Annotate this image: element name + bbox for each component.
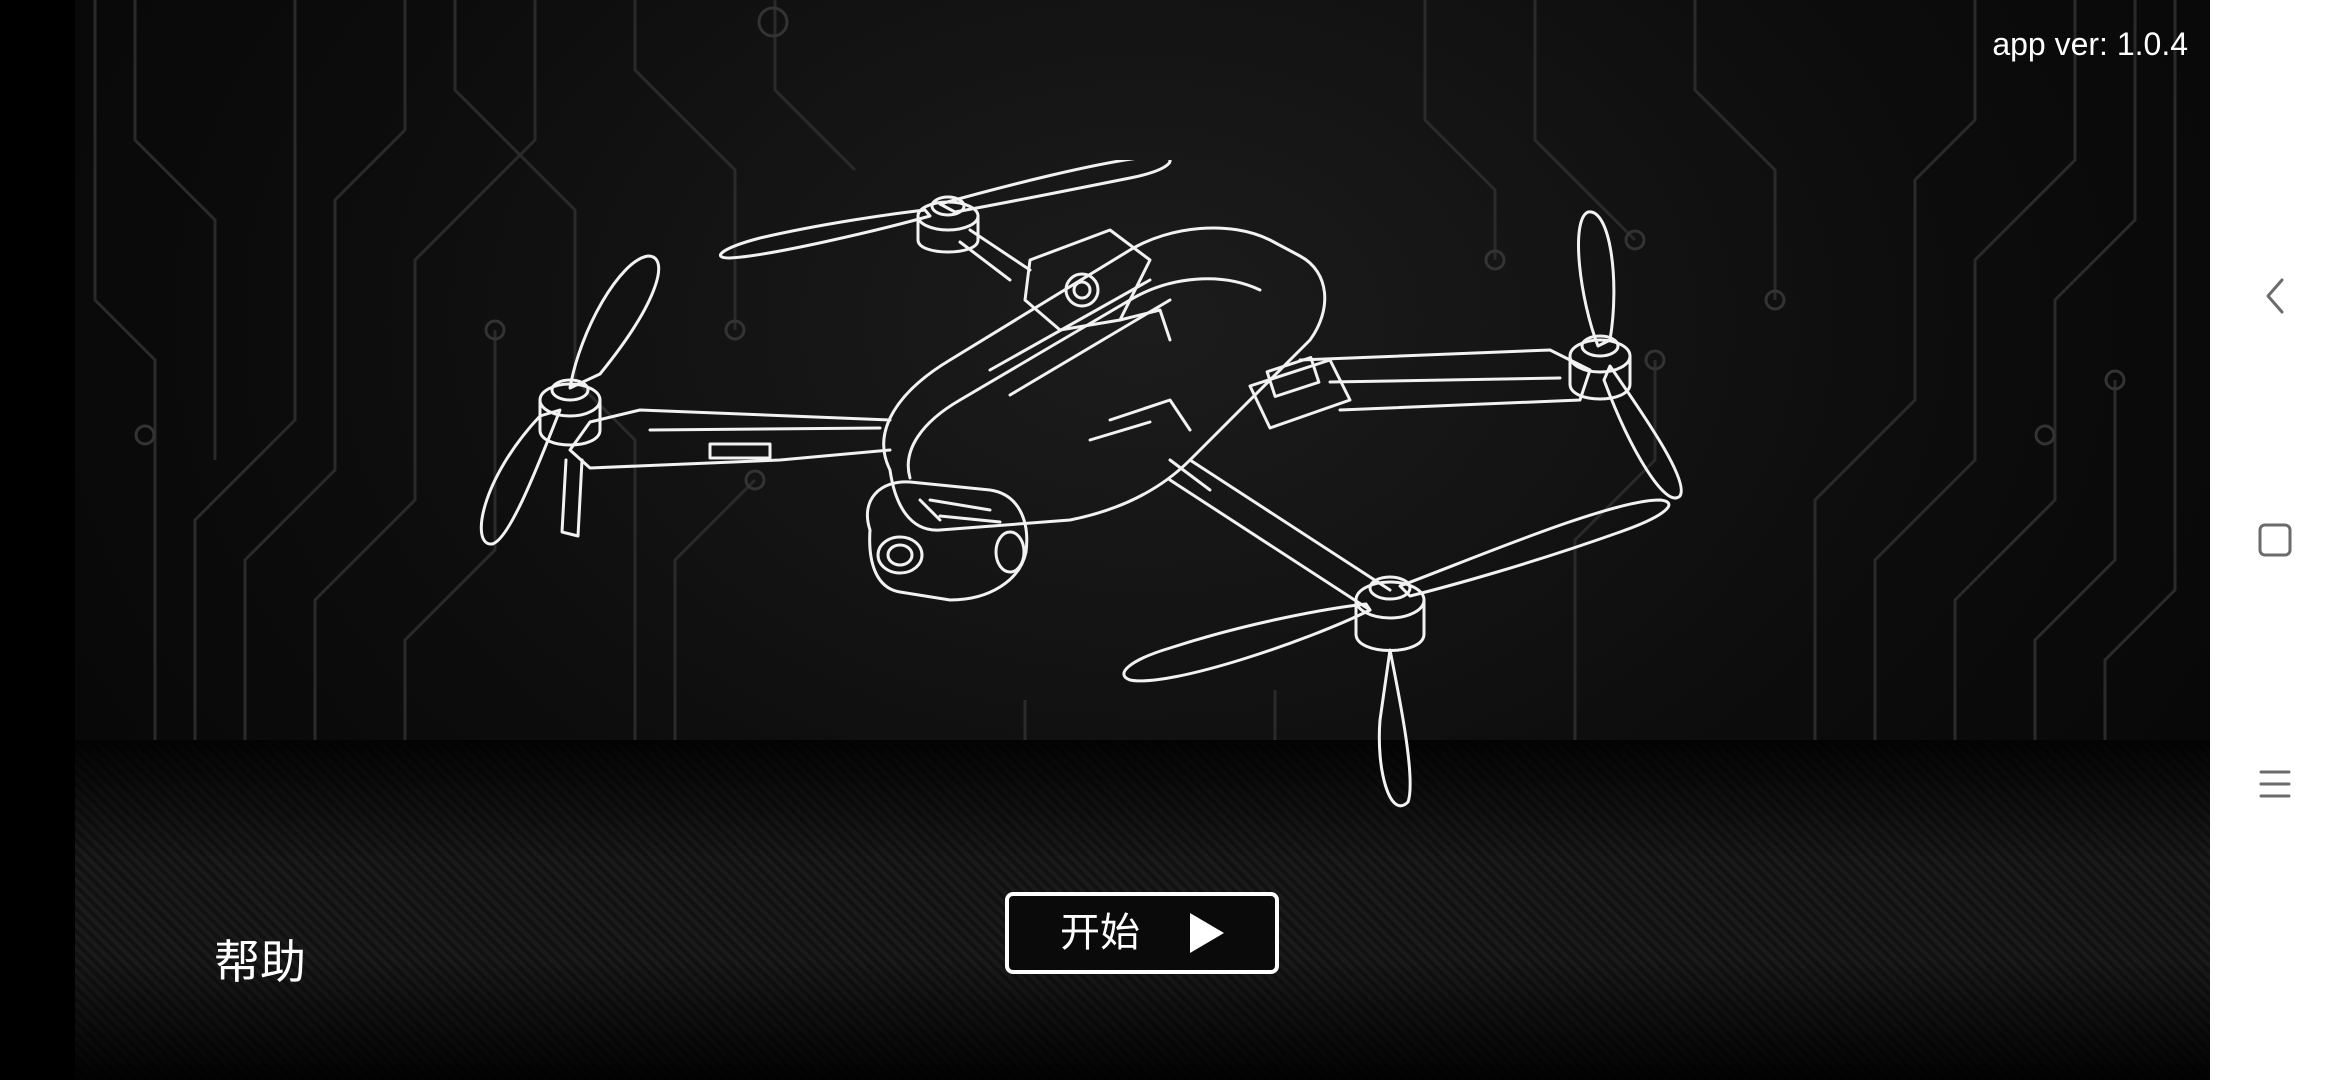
app-area: app ver: 1.0.4 帮助 开始 [75, 0, 2210, 1080]
back-chevron-icon [2266, 278, 2284, 314]
drone-illustration [479, 160, 1683, 808]
nav-back-button[interactable] [2210, 246, 2340, 346]
home-square-icon [2258, 523, 2292, 557]
menu-lines-icon [2259, 770, 2291, 798]
app-version-text: app ver: 1.0.4 [1992, 26, 2188, 62]
nav-recents-button[interactable] [2210, 734, 2340, 834]
start-button[interactable]: 开始 [1005, 892, 1279, 974]
play-triangle-icon [1190, 913, 1224, 953]
system-navigation-bar [2210, 0, 2340, 1080]
help-button[interactable]: 帮助 [214, 935, 306, 989]
start-button-label: 开始 [1060, 910, 1140, 956]
nav-home-button[interactable] [2210, 490, 2340, 590]
circuit-background [93, 0, 2177, 780]
